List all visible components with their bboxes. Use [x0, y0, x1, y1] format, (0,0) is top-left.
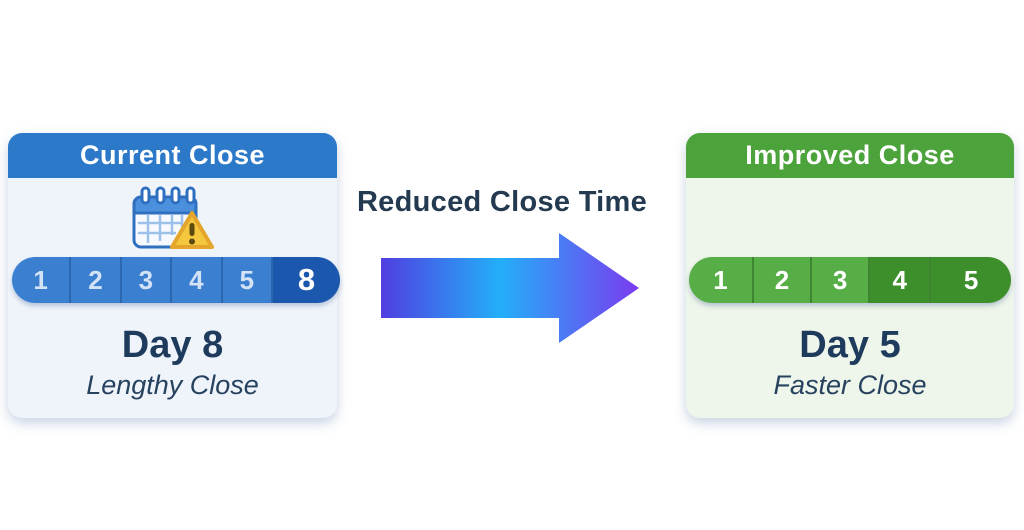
right-arrow-icon	[381, 233, 639, 343]
current-close-card: Current Close	[8, 133, 340, 418]
timeline-segment: 4	[868, 257, 930, 303]
timeline-segment: 4	[170, 257, 221, 303]
current-day-label: Day 8	[121, 324, 224, 366]
timeline-segment: 8	[271, 257, 340, 303]
timeline-segment: 3	[810, 257, 869, 303]
timeline-segment: 1	[689, 257, 752, 303]
calendar-warning-icon	[130, 178, 216, 257]
arrow-caption: Reduced Close Time	[356, 186, 648, 218]
improved-subtitle: Faster Close	[773, 369, 927, 400]
timeline-segment: 2	[751, 257, 811, 303]
timeline-segment: 5	[220, 257, 272, 303]
timeline-segment: 2	[69, 257, 120, 303]
improved-close-header: Improved Close	[686, 133, 1014, 178]
timeline-segment: 1	[12, 257, 70, 303]
timeline-segment: 5	[929, 257, 1011, 303]
improved-day-label: Day 5	[799, 324, 901, 366]
current-close-header: Current Close	[8, 133, 337, 178]
current-subtitle: Lengthy Close	[86, 369, 259, 400]
timeline-segment: 3	[119, 257, 171, 303]
